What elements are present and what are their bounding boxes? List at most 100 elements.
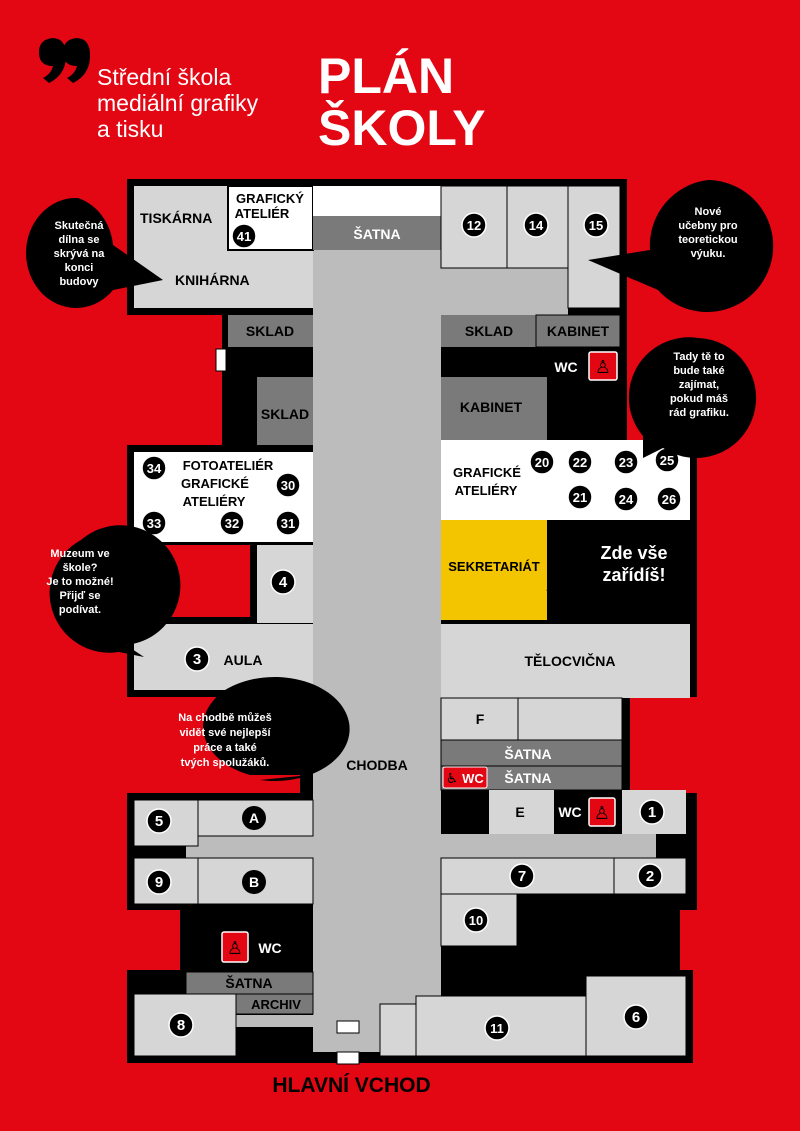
room-number-10: 10: [469, 913, 483, 928]
room-number-4: 4: [279, 574, 288, 591]
room-number-33: 33: [147, 516, 161, 531]
bubble-chodba: [203, 676, 350, 781]
room-number-23-badge: [613, 449, 639, 475]
room-sekretariat: [441, 520, 547, 620]
room-number-8: 8: [177, 1017, 185, 1034]
label-chodba: CHODBA: [346, 757, 407, 773]
wc-top-icon: [588, 351, 618, 381]
room-number-1-badge: [639, 799, 665, 825]
room-number-12-badge: [461, 212, 487, 238]
room-number-25: 25: [660, 453, 674, 468]
room-number-6: 6: [632, 1009, 640, 1026]
room-number-34: 34: [147, 461, 162, 476]
label-f: F: [476, 711, 485, 727]
label-satna-1: ŠATNA: [504, 745, 551, 762]
room-number-24: 24: [619, 492, 634, 507]
label-sklad-left: SKLAD: [246, 323, 294, 339]
room-number-20-badge: [529, 449, 555, 475]
room-number-3-badge: [184, 646, 210, 672]
label-kabinet-top: KABINET: [547, 323, 610, 339]
room-number-5-badge: [146, 808, 172, 834]
room-telocvicna: [441, 624, 690, 698]
room-number-11: 11: [490, 1021, 504, 1036]
room-number-22: 22: [573, 455, 587, 470]
room-number-31-badge: [275, 510, 301, 536]
label-fotoatelier-3: ATELIÉRY: [183, 494, 246, 509]
room-number-2-badge: [637, 863, 663, 889]
room-sklad-mid: [257, 377, 313, 445]
room-number-14-badge: [523, 212, 549, 238]
room-number-5: 5: [155, 813, 163, 830]
label-fotoatelier-2: GRAFICKÉ: [181, 476, 249, 491]
label-archiv: ARCHIV: [251, 997, 301, 1012]
room-number-24-badge: [613, 486, 639, 512]
room-kabinet-top: [535, 314, 621, 348]
plan-title-line2: ŠKOLY: [318, 100, 486, 156]
room-number-30-badge: [275, 472, 301, 498]
svg-text:♙: ♙: [594, 803, 610, 824]
room-number-12: 12: [467, 218, 481, 233]
svg-text:♙: ♙: [595, 357, 611, 378]
room-top-white: [313, 186, 441, 216]
room-letter-b-badge: [242, 870, 266, 894]
room-satna-1: [440, 739, 623, 767]
label-knihárna: KNIHÁRNA: [175, 272, 250, 288]
label-wc-accessible: WC: [462, 771, 484, 786]
label-e: E: [515, 804, 524, 820]
label-sekretariat: SEKRETARIÁT: [448, 559, 540, 574]
label-tiskarna: TISKÁRNA: [140, 210, 212, 226]
school-logo-icon: [38, 38, 91, 83]
room-kabinet-mid: [441, 377, 547, 440]
room-number-32: 32: [225, 516, 239, 531]
room-letter-b: B: [249, 874, 259, 890]
wc-right-icon: [588, 797, 616, 827]
room-f: [440, 697, 519, 741]
school-name: Střední škola mediální grafiky a tisku: [97, 64, 259, 142]
bubble-ucebny: [588, 180, 774, 312]
room-number-20: 20: [535, 455, 549, 470]
room-a: [197, 799, 314, 837]
room-number-26: 26: [662, 492, 676, 507]
bubble-zarid: [546, 528, 678, 623]
room-number-8-badge: [168, 1012, 194, 1038]
door-entrance-1: [336, 1020, 360, 1034]
room-number-6-badge: [623, 1004, 649, 1030]
label-satna-top: ŠATNA: [353, 225, 400, 242]
svg-text:♙: ♙: [227, 938, 243, 959]
room-number-15-badge: [583, 212, 609, 238]
wc-left-icon: [221, 931, 249, 963]
label-wc-right: WC: [558, 804, 581, 820]
label-satna-2: ŠATNA: [504, 769, 551, 786]
room-f-right: [517, 697, 623, 741]
room-letter-a-badge: [242, 806, 266, 830]
room-number-26-badge: [656, 486, 682, 512]
label-graficky-atelier-1: GRAFICKÝ: [236, 191, 304, 206]
room-satna-top: [313, 216, 441, 250]
bubble-muzeum: [49, 525, 181, 657]
room-number-33-badge: [141, 510, 167, 536]
wc-accessible-icon: [442, 766, 488, 789]
room-number-7-badge: [509, 863, 535, 889]
room-number-30: 30: [281, 478, 295, 493]
door-entrance-2: [336, 1051, 360, 1065]
room-sklad-left: [228, 315, 313, 347]
room-number-21-badge: [567, 484, 593, 510]
room-number-2: 2: [646, 868, 654, 885]
svg-text:♿: ♿: [446, 771, 459, 787]
room-number-7: 7: [518, 868, 526, 885]
plan-title-line1: PLÁN: [318, 48, 455, 104]
label-wc-left: WC: [258, 940, 281, 956]
main-entrance-label: HLAVNÍ VCHOD: [272, 1074, 431, 1097]
label-graficke-ateliery-1: GRAFICKÉ: [453, 465, 521, 480]
room-number-11-badge: [484, 1015, 510, 1041]
room-number-34-badge: [141, 455, 167, 481]
label-telocvicna: TĚLOCVIČNA: [525, 652, 616, 669]
room-number-22-badge: [567, 449, 593, 475]
